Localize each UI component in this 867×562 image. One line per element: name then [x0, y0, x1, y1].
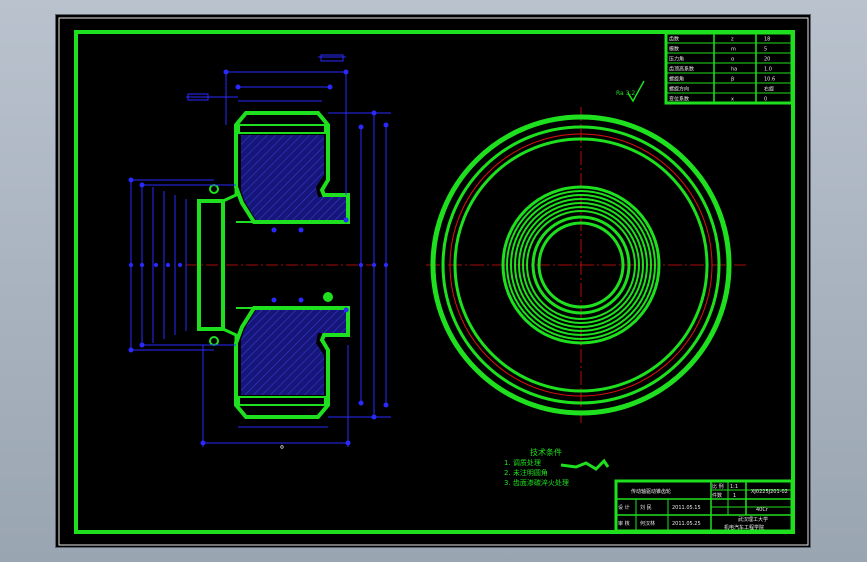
- addendum-circle: [430, 114, 732, 416]
- gear-row-label: 齿顶高系数: [669, 66, 694, 73]
- design-date: 2011.05.15: [672, 505, 701, 511]
- gear-row-symbol: ha: [731, 67, 737, 73]
- check-date: 2011.05.25: [672, 521, 701, 527]
- drawing-canvas: Φ Ra 3.2 齿数z18模数m5压力角α20齿顶高系数ha1.0螺旋角β10…: [58, 17, 809, 546]
- gear-row-value: 右旋: [764, 86, 774, 93]
- outer-border: [58, 17, 809, 546]
- checker-name: 何汉林: [640, 520, 655, 527]
- overall-length-label: Φ: [280, 445, 284, 451]
- gear-row-symbol: z: [731, 37, 734, 43]
- gear-row-value: 20: [764, 57, 770, 63]
- gear-parameter-table: 齿数 z 18 模数 m 5 压力角 α 20 齿顶高系数 ha 1.0 螺旋角 β 10.6 螺旋方向 右旋变…: [664, 31, 794, 105]
- gear-row-symbol: m: [731, 47, 736, 53]
- upper-hatch: [241, 135, 346, 220]
- surface-roughness-symbol: Ra 3.2: [616, 80, 645, 103]
- upper-outline: [234, 111, 350, 224]
- gear-row-label: 螺旋方向: [669, 86, 689, 93]
- roughness-value: Ra 3.2: [616, 90, 635, 97]
- pitch-circle: [449, 133, 713, 397]
- gear-row-label: 压力角: [669, 56, 684, 63]
- school-name: 武汉理工大学: [738, 516, 768, 523]
- department-name: 机电汽车工程学院: [724, 524, 764, 531]
- gear-front-view: [426, 107, 746, 423]
- technical-requirements: 技术条件 1. 调质处理 2. 未注明圆角 3. 齿面渗碳淬火处理: [504, 447, 610, 487]
- gear-row-symbol: β: [731, 77, 734, 83]
- tech-req-heading: 技术条件: [530, 447, 562, 457]
- lower-outline: [234, 306, 350, 419]
- gear-row-label: 变位系数: [669, 96, 689, 103]
- drawing-number: XJ0225J201-02: [751, 489, 788, 495]
- drawing-frame: [74, 30, 795, 534]
- ratio-value: 1:1: [730, 484, 738, 490]
- designer-label: 设 计: [618, 504, 630, 511]
- gear-row-label: 模数: [669, 46, 679, 53]
- dimension-lines: [128, 56, 391, 447]
- root-circle: [453, 137, 709, 393]
- bore-outline: [197, 199, 225, 331]
- hub-outer: [501, 185, 661, 345]
- gear-row-value: 1.0: [764, 67, 772, 73]
- gear-row-label: 螺旋角: [669, 76, 684, 83]
- tech-req-line-3: 3. 齿面渗碳淬火处理: [504, 478, 569, 487]
- qty-label: 件数: [712, 492, 722, 499]
- ratio-label: 比 例: [712, 483, 724, 490]
- tech-req-line-2: 2. 未注明圆角: [504, 468, 548, 477]
- fillet-mark: [323, 292, 333, 302]
- quantity: 1: [733, 493, 736, 499]
- tech-req-line-1: 1. 调质处理: [504, 458, 541, 467]
- part-name: 传动轴驱动锥齿轮: [631, 488, 671, 495]
- gear-row-value: 18: [764, 37, 770, 43]
- title-block: 传动轴驱动锥齿轮 比 例 1:1 XJ0225J201-02 件数 1 40Cr…: [614, 479, 794, 533]
- gear-row-symbol: x: [731, 97, 734, 103]
- gear-row-label: 齿数: [669, 36, 679, 43]
- gear-row-value: 0: [764, 97, 767, 103]
- gear-row-value: 10.6: [764, 77, 775, 83]
- lower-hatch: [241, 310, 346, 395]
- designer-name: 刘 民: [640, 504, 652, 511]
- bore-circle: [537, 221, 625, 309]
- checker-label: 审 核: [618, 520, 630, 527]
- material: 40Cr: [756, 507, 769, 513]
- gear-row-value: 5: [764, 47, 767, 53]
- gear-row-symbol: α: [731, 57, 735, 63]
- gear-section-view: Φ: [128, 54, 391, 451]
